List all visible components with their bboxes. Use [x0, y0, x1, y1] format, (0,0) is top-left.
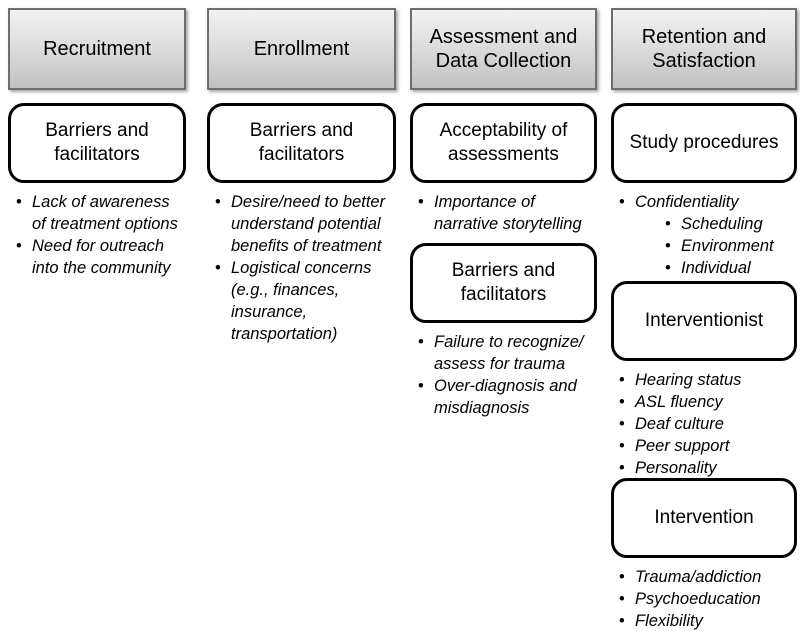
- column-recruitment: Recruitment Barriers and facilitators La…: [8, 0, 186, 631]
- bullet-list: Trauma/addiction Psychoeducation Flexibi…: [611, 566, 797, 631]
- theme-box-barriers-facilitators: Barriers and facilitators: [8, 103, 186, 183]
- bullet-item: Lack of awareness of treatment options: [8, 191, 186, 235]
- theme-box-study-procedures: Study procedures: [611, 103, 797, 183]
- bullet-item: Flexibility: [611, 610, 797, 631]
- bullet-list: Confidentiality Scheduling Environment I…: [611, 191, 797, 279]
- section-interventionist: Interventionist Hearing status ASL fluen…: [611, 281, 797, 479]
- section-study-procedures: Study procedures Confidentiality Schedul…: [611, 103, 797, 279]
- bullet-item: Over-diagnosis and misdiagnosis: [410, 375, 597, 419]
- section-recruitment-barriers: Barriers and facilitators Lack of awaren…: [8, 103, 186, 279]
- bullet-item: Confidentiality: [611, 191, 797, 213]
- bullet-list: Failure to recognize/ assess for trauma …: [410, 331, 597, 419]
- bullet-item: Importance of narrative storytelling: [410, 191, 597, 235]
- section-intervention: Intervention Trauma/addiction Psychoeduc…: [611, 478, 797, 631]
- bullet-item: Psychoeducation: [611, 588, 797, 610]
- section-acceptability: Acceptability of assessments Importance …: [410, 103, 597, 235]
- bullet-item: Need for outreach into the community: [8, 235, 186, 279]
- section-enrollment-barriers: Barriers and facilitators Desire/need to…: [207, 103, 396, 345]
- bullet-item-sub: Environment: [611, 235, 797, 257]
- theme-box-intervention: Intervention: [611, 478, 797, 558]
- theme-box-barriers-facilitators: Barriers and facilitators: [207, 103, 396, 183]
- bullet-list: Lack of awareness of treatment options N…: [8, 191, 186, 279]
- column-assessment-data-collection: Assessment and Data Collection Acceptabi…: [410, 0, 597, 631]
- column-retention-satisfaction: Retention and Satisfaction Study procedu…: [611, 0, 797, 631]
- bullet-item: Hearing status: [611, 369, 797, 391]
- stage-header-retention: Retention and Satisfaction: [611, 8, 797, 90]
- bullet-item: Trauma/addiction: [611, 566, 797, 588]
- bullet-item: Desire/need to better understand potenti…: [207, 191, 396, 257]
- bullet-item: Logistical concerns (e.g., finances, ins…: [207, 257, 396, 345]
- stage-header-enrollment: Enrollment: [207, 8, 396, 90]
- bullet-item: Failure to recognize/ assess for trauma: [410, 331, 597, 375]
- bullet-item: Deaf culture: [611, 413, 797, 435]
- bullet-item-sub: Individual: [611, 257, 797, 279]
- column-enrollment: Enrollment Barriers and facilitators Des…: [207, 0, 396, 631]
- section-assessment-barriers: Barriers and facilitators Failure to rec…: [410, 243, 597, 419]
- bullet-list: Desire/need to better understand potenti…: [207, 191, 396, 345]
- bullet-item: Personality: [611, 457, 797, 479]
- bullet-item: ASL fluency: [611, 391, 797, 413]
- theme-box-barriers-facilitators: Barriers and facilitators: [410, 243, 597, 323]
- theme-box-interventionist: Interventionist: [611, 281, 797, 361]
- bullet-list: Importance of narrative storytelling: [410, 191, 597, 235]
- theme-box-acceptability: Acceptability of assessments: [410, 103, 597, 183]
- stage-header-recruitment: Recruitment: [8, 8, 186, 90]
- bullet-list: Hearing status ASL fluency Deaf culture …: [611, 369, 797, 479]
- bullet-item-sub: Scheduling: [611, 213, 797, 235]
- stage-header-assessment: Assessment and Data Collection: [410, 8, 597, 90]
- bullet-item: Peer support: [611, 435, 797, 457]
